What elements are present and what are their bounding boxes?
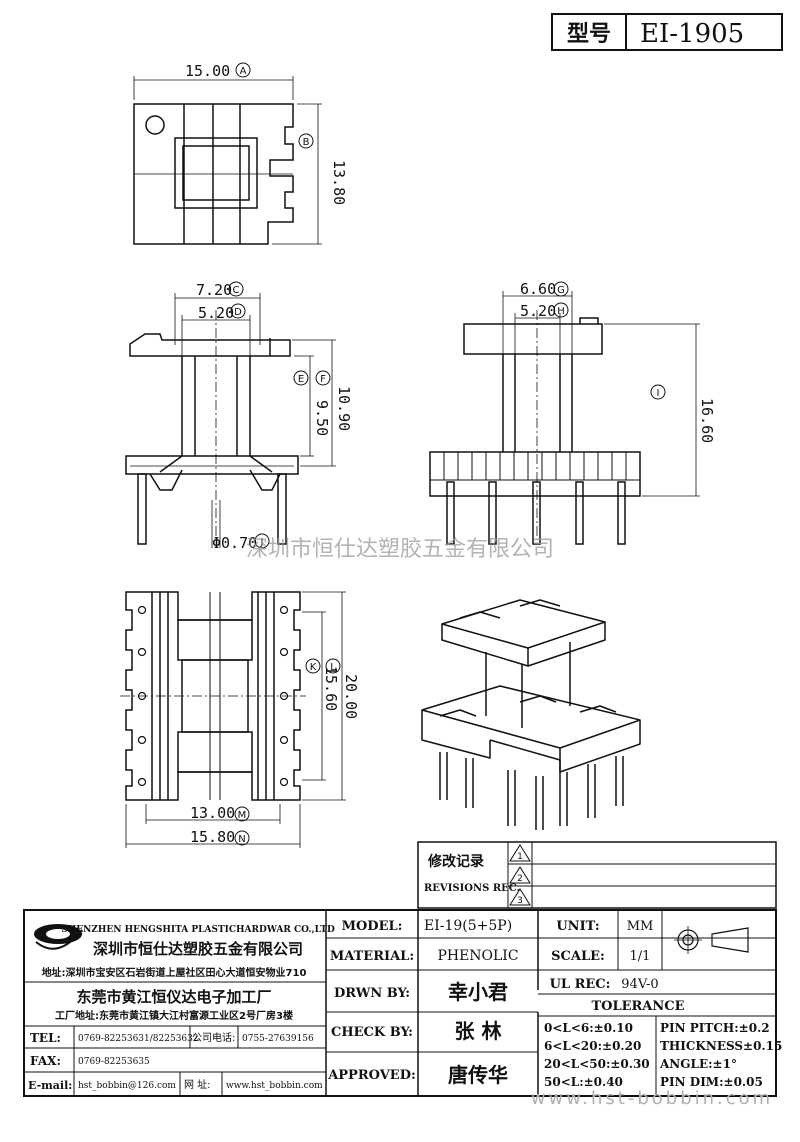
title-block: SHENZHEN HENGSHITA PLASTICHARDWAR CO.,LT… (23, 909, 782, 1097)
dim-f-value: 10.90 (335, 386, 353, 431)
bottom-view (120, 591, 346, 848)
dim-m-value: 13.00 (190, 804, 235, 822)
factory-name: 东莞市黄江恒仪达电子加工厂 (76, 988, 271, 1006)
ul-value: 94V-0 (621, 977, 658, 992)
revisions-label-cn: 修改记录 (427, 853, 484, 870)
revisions-block: 修改记录 REVISIONS REC. 1 2 3 (417, 841, 777, 909)
marker-i: I (657, 388, 660, 399)
model-label: MODEL: (342, 919, 403, 934)
dim-e-value: 9.50 (313, 400, 331, 436)
marker-n: N (238, 834, 245, 845)
company-name-cn: 深圳市恒仕达塑胶五金有限公司 (93, 940, 303, 958)
drawn-by-label: DRWN BY: (334, 986, 410, 1001)
tel-label: TEL: (30, 1031, 61, 1045)
footer-url: www.hst-bobbin.com (531, 1088, 773, 1109)
dimension-labels: 15.00 13.80 7.20 5.20 9.50 10.90 6.60 5.… (185, 62, 716, 846)
marker-h: H (557, 306, 565, 317)
marker-j: J (260, 537, 264, 548)
ul-label: UL REC: (550, 977, 611, 992)
email-label: E-mail: (28, 1079, 72, 1092)
check-by-value: 张 林 (455, 1019, 502, 1043)
dim-n-value: 15.80 (190, 828, 235, 846)
marker-g: G (557, 285, 565, 296)
projection-symbol-icon (674, 926, 749, 954)
tolerance-right-2: ANGLE:±1° (659, 1057, 737, 1071)
dim-a-value: 15.00 (185, 62, 230, 80)
dim-b-value: 13.80 (330, 160, 348, 205)
watermark-text: 深圳市恒仕达塑胶五金有限公司 (246, 537, 554, 562)
tolerance-left-3: 50<L:±0.40 (544, 1075, 623, 1089)
revisions-label-en: REVISIONS REC. (424, 883, 520, 894)
model-header-value: EI-1905 (640, 19, 744, 49)
marker-a: A (240, 66, 247, 77)
isometric-view (421, 599, 641, 830)
web-label: 网 址: (184, 1078, 211, 1091)
model-value: EI-19(5+5P) (424, 918, 512, 934)
company-name-en: SHENZHEN HENGSHITA PLASTICHARDWAR CO.,LT… (61, 925, 335, 935)
revision-row-2: 2 (517, 874, 523, 884)
unit-label: UNIT: (556, 919, 599, 934)
revision-row-3: 3 (517, 896, 523, 906)
tel-value: 0769-82253631/82253632 (78, 1034, 199, 1044)
dim-i-value: 16.60 (698, 398, 716, 443)
tolerance-right-0: PIN PITCH:±0.2 (660, 1021, 770, 1035)
dim-c-value: 7.20 (196, 281, 232, 299)
marker-c: C (233, 285, 240, 296)
marker-k: K (310, 662, 317, 673)
marker-l: L (330, 662, 336, 673)
dim-g-value: 6.60 (520, 280, 556, 298)
tolerance-right: PIN PITCH:±0.2 THICKNESS±0.15 ANGLE:±1° … (659, 1021, 782, 1089)
tolerance-left-2: 20<L<50:±0.30 (544, 1057, 650, 1071)
material-value: PHENOLIC (437, 948, 518, 964)
top-view (133, 76, 322, 245)
tolerance-right-3: PIN DIM:±0.05 (660, 1075, 763, 1089)
drawn-by-value: 幸小君 (448, 980, 508, 1004)
fax-value: 0769-82253635 (78, 1057, 150, 1067)
scale-label: SCALE: (551, 949, 605, 964)
company-address: 地址:深圳市宝安区石岩街道上屋社区田心大道恒安物业710 (42, 966, 307, 979)
dim-j-value: Φ0.70 (212, 534, 257, 552)
tolerance-label: TOLERANCE (591, 999, 684, 1014)
dim-l-value: 20.00 (342, 674, 360, 719)
unit-value: MM (627, 919, 654, 934)
tolerance-left-1: 6<L<20:±0.20 (544, 1039, 641, 1053)
approved-label: APPROVED: (327, 1068, 416, 1083)
email-value: hst_bobbin@126.com (78, 1081, 176, 1091)
dim-d-value: 5.20 (198, 304, 234, 322)
dimension-markers: A B C D E F G H I J K L M N (228, 62, 666, 846)
material-label: MATERIAL: (330, 949, 414, 964)
dim-k-value: 15.60 (322, 666, 340, 711)
company-logo (34, 924, 83, 950)
marker-b: B (303, 137, 310, 148)
scale-value: 1/1 (630, 949, 651, 964)
model-header-label: 型号 (567, 22, 611, 47)
company-tel-label: 公司电话: (192, 1031, 235, 1044)
fax-label: FAX: (30, 1054, 61, 1068)
factory-address: 工厂地址:东莞市黄江镇大江村富源工业区2号厂房3楼 (55, 1009, 293, 1022)
marker-d: D (234, 307, 242, 318)
marker-m: M (238, 810, 247, 821)
marker-f: F (320, 374, 326, 385)
tolerance-right-1: THICKNESS±0.15 (660, 1039, 782, 1053)
tolerance-left-0: 0<L<6:±0.10 (544, 1021, 633, 1035)
check-by-label: CHECK BY: (331, 1025, 413, 1040)
model-header: 型号 EI-1905 (551, 13, 783, 51)
approved-value: 唐传华 (448, 1063, 508, 1087)
revision-row-1: 1 (517, 852, 523, 862)
tolerance-left: 0<L<6:±0.10 6<L<20:±0.20 20<L<50:±0.30 5… (544, 1021, 650, 1089)
web-value: www.hst_bobbin.com (226, 1081, 323, 1091)
company-tel-value: 0755-27639156 (242, 1034, 314, 1044)
marker-e: E (298, 374, 304, 385)
side-view (429, 291, 700, 545)
front-view (125, 293, 336, 548)
dim-h-value: 5.20 (520, 302, 556, 320)
